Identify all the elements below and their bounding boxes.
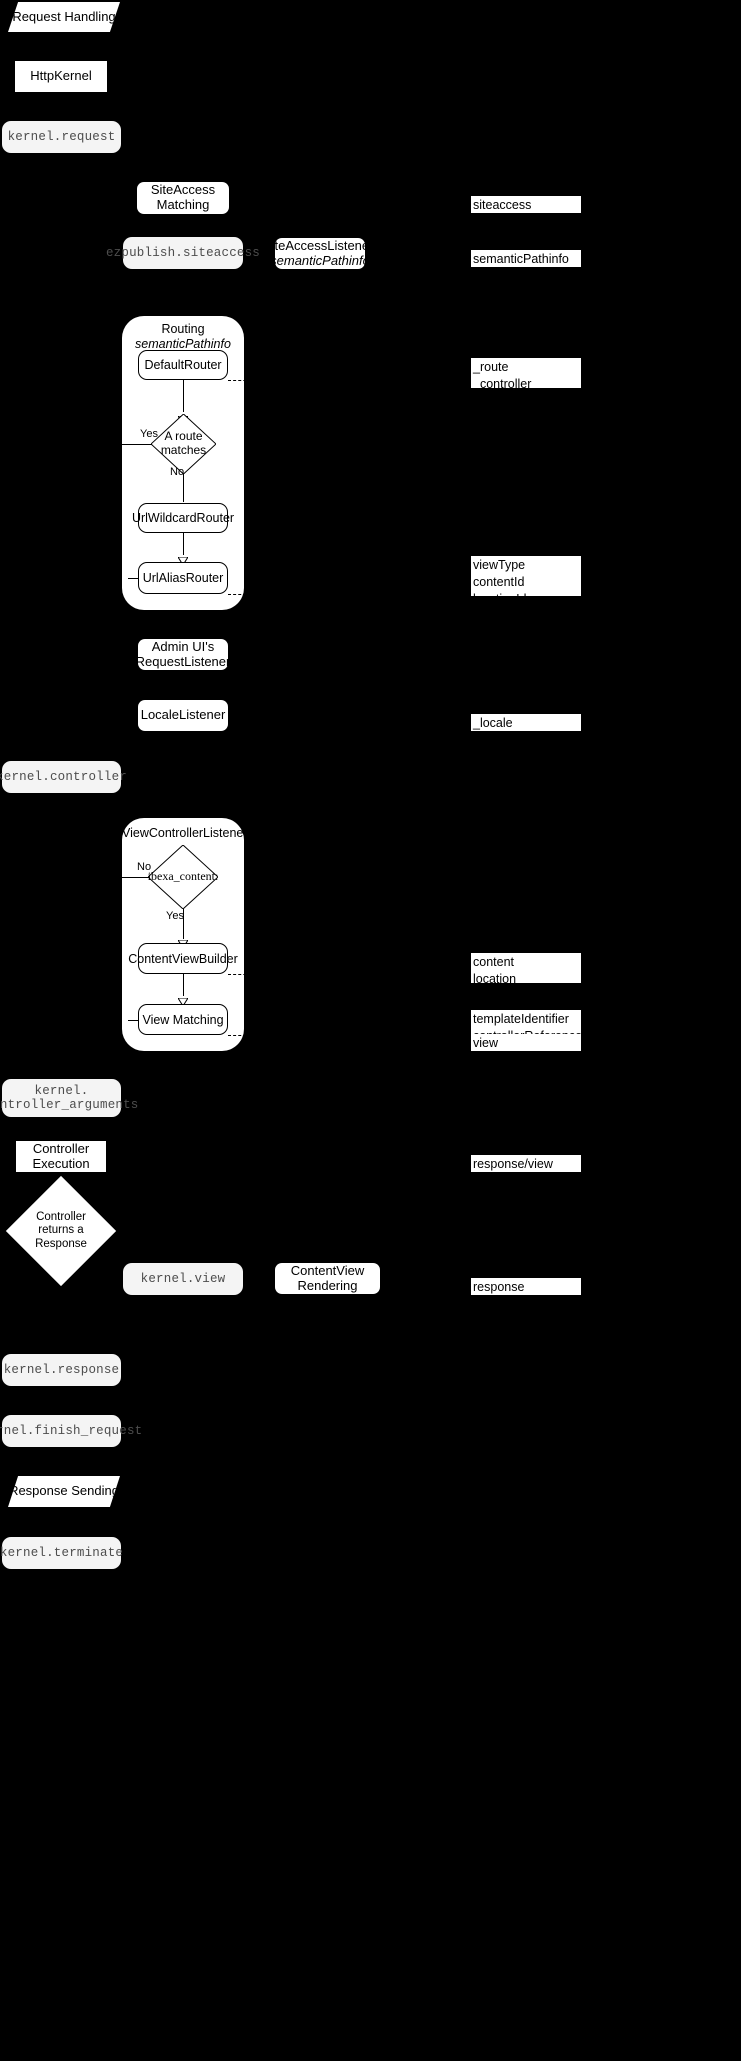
attr-response-view: response/view: [471, 1155, 581, 1172]
node-siteaccess-matching[interactable]: SiteAccess Matching: [137, 182, 229, 214]
attr-content-location: content location: [471, 953, 581, 986]
node-admin-ui-request-listener[interactable]: Admin UI's RequestListener: [135, 638, 231, 670]
edge-route-no: [183, 474, 184, 502]
node-httpkernel[interactable]: HttpKernel: [15, 61, 107, 92]
node-siteaccess-matching-label: SiteAccess Matching: [150, 182, 216, 212]
decision-ibexa-content[interactable]: ibexa_content:: [148, 845, 218, 909]
node-admin-ui-request-listener-line1: Admin UI's: [151, 638, 215, 654]
attr-semantic-pathinfo-item-0: semanticPathinfo: [473, 252, 569, 266]
attr-route-controller: _route _controller: [471, 358, 581, 391]
attr-content-location-item-1: location: [473, 971, 517, 986]
attr-view: view: [471, 1034, 581, 1051]
group-view-controller-listener-title: ViewControllerListener: [122, 826, 248, 841]
event-kernel-terminate[interactable]: kernel.terminate: [0, 1537, 124, 1569]
event-kernel-view[interactable]: kernel.view: [123, 1263, 243, 1295]
event-kernel-controller-label: kernel.controller: [0, 769, 127, 784]
event-kernel-view-label: kernel.view: [140, 1271, 226, 1286]
node-siteaccess-listener[interactable]: SiteAccessListener: semanticPathinfo: [263, 238, 377, 269]
arrowhead-alias-in: [177, 552, 189, 566]
attr-content-location-item-0: content: [473, 955, 515, 969]
node-url-wildcard-router-label: UrlWildcardRouter: [131, 511, 235, 525]
phase-banner-response-sending: Response Sending: [8, 1476, 120, 1507]
group-routing-title-line1: Routing semanticPathinfo: [135, 322, 231, 351]
node-contentview-rendering-label: ContentView Rendering: [290, 1262, 365, 1293]
node-admin-ui-request-listener-line2: RequestListener: [135, 653, 231, 669]
attr-semantic-pathinfo: semanticPathinfo: [471, 250, 581, 267]
edge-label-ibexa-content-yes: Yes: [166, 910, 184, 922]
attr-template-controller-item-0: templateIdentifier: [473, 1012, 569, 1026]
dashed-link-content-view-builder: [228, 974, 323, 975]
event-kernel-controller-arguments-line2: controller_arguments: [0, 1098, 139, 1112]
node-controller-execution[interactable]: Controller Execution: [16, 1141, 106, 1172]
phase-banner-request-handling: Request Handling: [8, 2, 120, 32]
attr-route-controller-item-0: _route: [473, 360, 509, 374]
decision-ibexa-content-shape: [148, 845, 218, 909]
attr-view-content-location-item-1: contentId: [473, 574, 525, 589]
node-url-alias-router-label: UrlAliasRouter: [142, 571, 224, 585]
event-kernel-finish-request[interactable]: kernel.finish_request: [0, 1415, 142, 1447]
node-siteaccess-listener-line2: semanticPathinfo: [270, 252, 370, 268]
event-ezpublish-siteaccess-label: ezpublish.siteaccess: [105, 245, 261, 260]
attr-locale: _locale: [471, 714, 581, 731]
attr-view-item-0: view: [473, 1036, 499, 1050]
attr-response-item-0: response: [473, 1280, 525, 1294]
attr-siteaccess-item-0: siteaccess: [473, 198, 532, 212]
edge-view-matching-left-stub: [128, 1020, 139, 1021]
dashed-link-url-alias-router: [228, 594, 323, 595]
node-httpkernel-label: HttpKernel: [30, 68, 92, 84]
decision-controller-returns-response[interactable]: Controller returns a Response: [5, 1175, 117, 1287]
attr-siteaccess: siteaccess: [471, 196, 581, 213]
edge-ibexa-content-no: [122, 877, 149, 878]
dashed-link-default-router: [228, 380, 323, 381]
node-url-wildcard-router[interactable]: UrlWildcardRouter: [132, 503, 234, 533]
event-kernel-controller[interactable]: kernel.controller: [0, 761, 127, 793]
edge-wildcard-to-alias: [183, 533, 184, 555]
event-kernel-terminate-label: kernel.terminate: [0, 1545, 124, 1560]
edge-ibexa-content-yes: [183, 909, 184, 939]
edge-label-route-yes: Yes: [140, 428, 158, 440]
node-locale-listener-label: LocaleListener: [140, 707, 226, 723]
group-view-controller-listener-title-label: ViewControllerListener: [122, 826, 248, 840]
attr-locale-item-0: _locale: [473, 716, 513, 730]
phase-banner-request-handling-label: Request Handling: [12, 8, 116, 24]
event-kernel-controller-arguments[interactable]: kernel. controller_arguments: [0, 1079, 138, 1117]
edge-builder-to-view-matching: [183, 974, 184, 996]
attr-view-content-location-item-0: viewType: [473, 558, 526, 572]
edge-label-ibexa-content-no: No: [137, 861, 152, 873]
node-default-router[interactable]: DefaultRouter: [138, 350, 228, 380]
attr-view-content-location: viewType contentId locationId: [471, 556, 581, 606]
attr-view-content-location-item-2: locationId: [473, 591, 527, 606]
attr-response: response: [471, 1278, 581, 1295]
decision-route-matches-shape: [151, 414, 216, 474]
arrowhead-content-view-builder-in: [177, 935, 189, 949]
node-url-alias-router[interactable]: UrlAliasRouter: [138, 562, 228, 594]
event-ezpublish-siteaccess[interactable]: ezpublish.siteaccess: [106, 237, 260, 269]
node-contentview-rendering[interactable]: ContentView Rendering: [275, 1263, 380, 1294]
node-content-view-builder[interactable]: ContentViewBuilder: [128, 943, 238, 974]
event-kernel-request-label: kernel.request: [7, 129, 116, 144]
event-kernel-finish-request-label: kernel.finish_request: [0, 1423, 143, 1438]
event-kernel-request[interactable]: kernel.request: [2, 121, 121, 153]
node-locale-listener[interactable]: LocaleListener: [138, 700, 228, 731]
event-kernel-response-label: kernel.response: [3, 1362, 120, 1377]
event-kernel-controller-arguments-line1: kernel.: [34, 1083, 89, 1098]
node-default-router-label: DefaultRouter: [144, 358, 222, 372]
node-view-matching[interactable]: View Matching: [138, 1004, 228, 1035]
node-siteaccess-listener-line1: SiteAccessListener:: [262, 237, 378, 253]
edge-label-route-no: No: [170, 466, 185, 478]
attr-route-controller-item-1: _controller: [473, 376, 532, 391]
event-kernel-response[interactable]: kernel.response: [2, 1354, 121, 1386]
attr-response-view-item-0: response/view: [473, 1157, 553, 1171]
decision-controller-returns-response-label: Controller returns a Response: [35, 1211, 87, 1250]
phase-banner-response-sending-label: Response Sending: [9, 1483, 119, 1499]
node-controller-execution-label: Controller Execution: [32, 1140, 90, 1171]
node-view-matching-label: View Matching: [142, 1012, 224, 1027]
arrowhead-view-matching-in: [177, 993, 189, 1007]
edge-default-router-to-decision: [183, 380, 184, 412]
edge-route-yes: [122, 444, 152, 445]
edge-alias-left-stub: [128, 578, 139, 579]
node-content-view-builder-label: ContentViewBuilder: [128, 951, 238, 966]
dashed-link-view-matching: [228, 1035, 323, 1036]
